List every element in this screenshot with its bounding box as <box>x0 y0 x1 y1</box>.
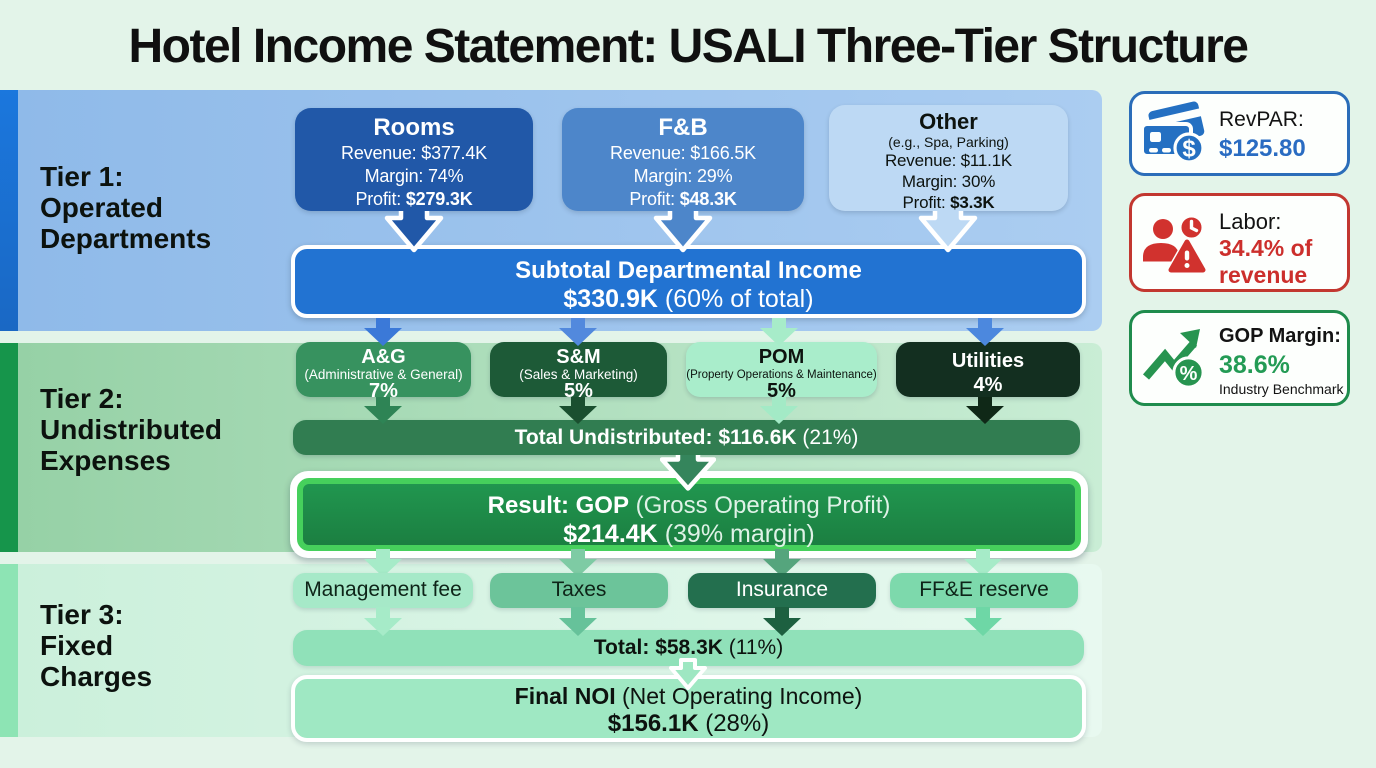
svg-text:$: $ <box>1182 136 1196 163</box>
svg-text:%: % <box>1180 363 1198 385</box>
